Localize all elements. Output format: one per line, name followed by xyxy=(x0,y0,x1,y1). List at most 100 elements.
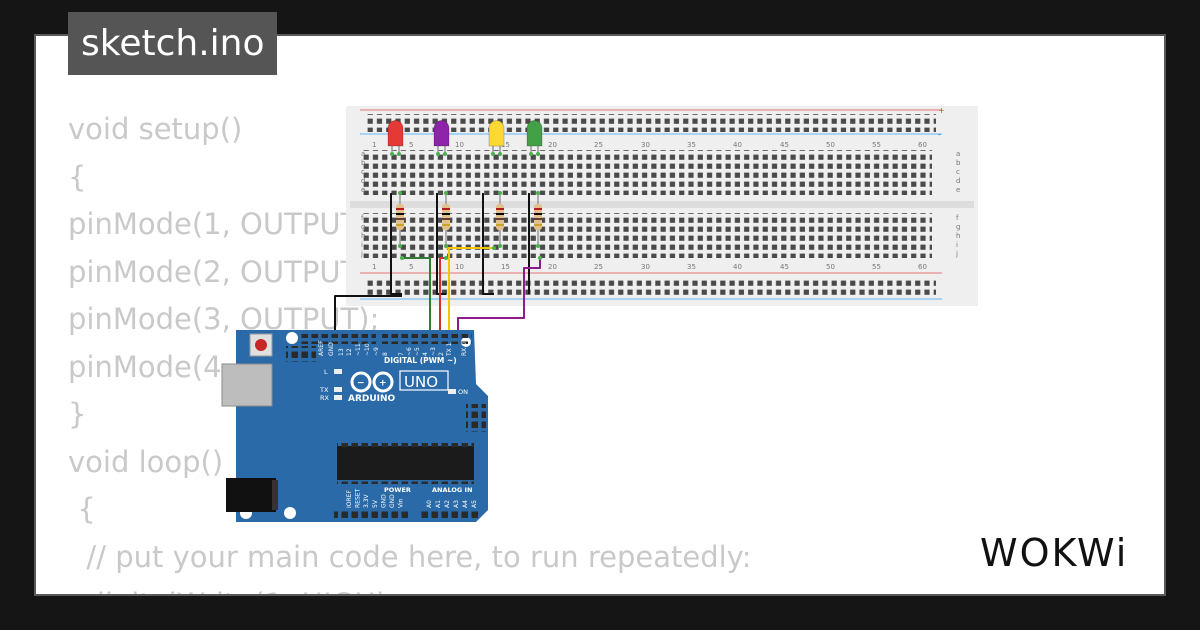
center-channel xyxy=(350,201,974,208)
digital-pin-label: ~11 xyxy=(355,343,362,356)
digital-pin-label: ~5 xyxy=(414,347,421,356)
wire-yellow xyxy=(446,247,494,338)
svg-text:−: − xyxy=(357,379,365,389)
power-pin-label: GND xyxy=(389,494,396,508)
row-letter: d xyxy=(361,177,365,185)
led-purple xyxy=(433,120,450,156)
column-number: 40 xyxy=(733,263,742,271)
power-pin-label: GND xyxy=(380,494,387,508)
row-letter: a xyxy=(956,150,960,158)
column-number: 1 xyxy=(372,263,376,271)
power-header xyxy=(334,510,410,520)
row-letter: h xyxy=(361,232,365,240)
led-green xyxy=(526,120,543,156)
column-number: 55 xyxy=(872,141,881,149)
bottom-terminal-holes xyxy=(362,213,932,258)
reset-button-icon xyxy=(255,339,267,351)
resistor-4 xyxy=(534,192,542,246)
code-line: void setup() xyxy=(68,112,243,146)
row-letter: i xyxy=(361,241,363,249)
row-letter: c xyxy=(361,168,365,176)
file-tab[interactable]: sketch.ino xyxy=(68,12,278,75)
row-letter: i xyxy=(956,241,958,249)
wire-black-led1 xyxy=(390,193,402,295)
row-letter: f xyxy=(956,214,959,222)
code-line: digitalWrite(1, HIGH); xyxy=(68,581,752,594)
digital-pin-label: 8 xyxy=(382,352,389,356)
digital-pin-label: 7 xyxy=(398,352,405,356)
led-red xyxy=(387,120,404,156)
resistors xyxy=(396,191,542,260)
rail-minus-icon: - xyxy=(938,130,941,139)
digital-header-right xyxy=(382,334,472,344)
l-label: L xyxy=(324,368,328,376)
column-number: 10 xyxy=(455,263,464,271)
analog-pin-label: A4 xyxy=(462,500,469,508)
column-number: 5 xyxy=(409,141,413,149)
digital-pin-label: TX 1 xyxy=(446,342,453,357)
digital-pin-label: 2 xyxy=(438,352,445,356)
column-number: 35 xyxy=(687,263,696,271)
digital-pin-label: AREF xyxy=(318,340,325,356)
uno-badge xyxy=(399,370,449,391)
arduino-infinity-icon xyxy=(350,371,394,393)
on-label: ON xyxy=(458,388,468,396)
analog-pin-label: A0 xyxy=(426,500,433,508)
column-number: 10 xyxy=(455,141,464,149)
row-letter: j xyxy=(955,250,958,258)
row-letter: f xyxy=(361,214,364,222)
wire-black-led2 xyxy=(436,193,446,295)
column-number: 15 xyxy=(501,141,510,149)
resistor-2 xyxy=(442,192,450,246)
code-line: void loop() xyxy=(68,444,224,479)
row-letter: d xyxy=(956,177,960,185)
column-number: 25 xyxy=(594,141,603,149)
mount-hole xyxy=(286,332,298,344)
column-number: 1 xyxy=(372,141,376,149)
led-yellow xyxy=(488,120,505,156)
power-pin-label: RESET xyxy=(355,488,362,508)
row-letter: j xyxy=(360,250,363,258)
digital-pin-label: ~9 xyxy=(373,347,380,356)
digital-pin-label: 4 xyxy=(422,352,429,356)
row-letter: b xyxy=(361,159,366,167)
wires xyxy=(334,193,541,338)
code-line: { xyxy=(68,159,87,194)
power-pin-label: 5V xyxy=(372,499,379,508)
rx-led xyxy=(334,395,342,400)
resistor-3 xyxy=(496,192,504,246)
row-letter: a xyxy=(361,150,365,158)
on-led xyxy=(448,389,456,394)
leds xyxy=(387,120,543,156)
digital-pin-label: GND xyxy=(328,342,335,356)
wokwi-logo-text: WOKWi xyxy=(980,531,1128,575)
code-line: // put your main code here, to run repea… xyxy=(68,539,752,574)
column-number: 25 xyxy=(594,263,603,271)
digital-header-left xyxy=(300,334,376,344)
power-label: POWER xyxy=(384,486,411,494)
l-led xyxy=(334,369,342,374)
code-listing: void setup(){pinMode(1, OUTPUT);pinMode(… xyxy=(68,106,752,594)
column-number: 40 xyxy=(733,141,742,149)
svg-text:+: + xyxy=(379,379,387,389)
digital-pin-label: 12 xyxy=(346,348,353,356)
column-number: 30 xyxy=(641,263,650,271)
digital-pin-label: RX 0 xyxy=(461,342,468,356)
column-number: 20 xyxy=(548,263,557,271)
wokwi-logo: WOKWi xyxy=(980,531,1128,575)
digital-pin-label: ~3 xyxy=(430,347,437,356)
power-pin-label: Vin xyxy=(398,498,405,508)
column-number: 20 xyxy=(548,141,557,149)
column-number: 45 xyxy=(780,141,789,149)
top-rail-holes xyxy=(366,114,936,132)
column-number: 55 xyxy=(872,263,881,271)
row-letter: g xyxy=(956,223,960,231)
analog-pin-label: A2 xyxy=(444,500,451,508)
column-number: 15 xyxy=(501,263,510,271)
